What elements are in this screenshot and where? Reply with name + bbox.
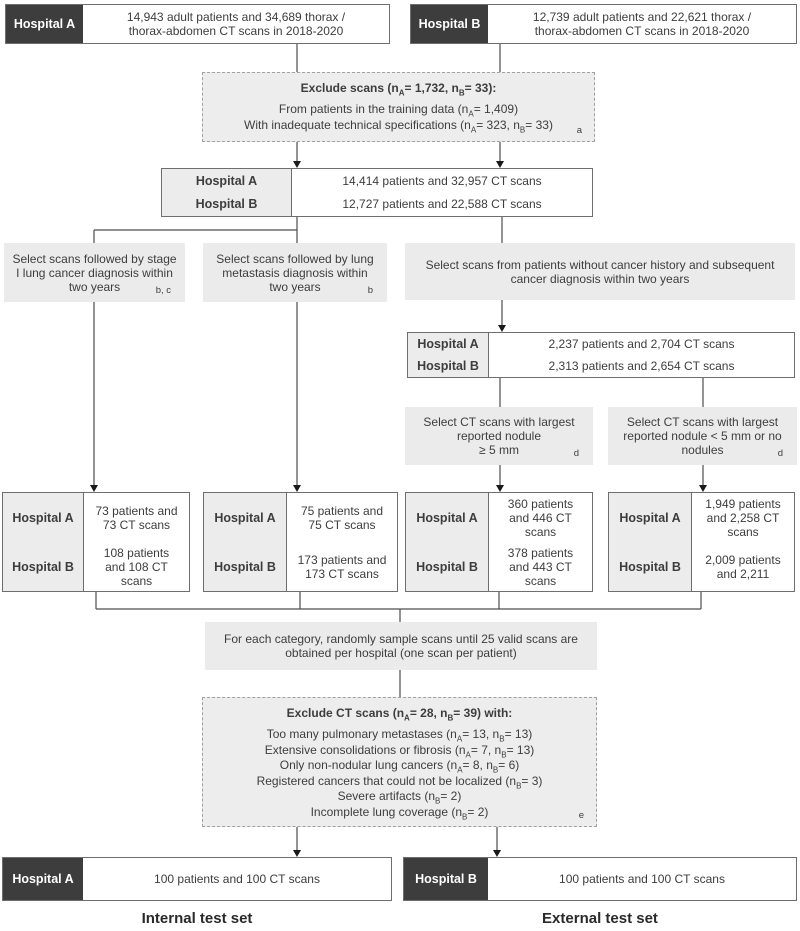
result-labels: Hospital A Hospital B <box>3 493 84 591</box>
hospital-a-label: Hospital A <box>6 5 83 43</box>
footnote-marker-e: e <box>578 810 584 821</box>
result-value-b: 2,009 patients and 2,211 <box>705 552 781 581</box>
hospital-a-label: Hospital A <box>416 510 478 525</box>
footnote-marker-b-c: b, c <box>155 285 171 296</box>
result-values: 360 patients and 446 CT scans 378 patien… <box>489 493 592 591</box>
sampling-text: For each category, randomly sample scans… <box>224 632 578 660</box>
result-labels: Hospital A Hospital B <box>406 493 489 591</box>
exclude-scans-line: From patients in the training data (nA= … <box>278 102 519 119</box>
hospital-b-label: Hospital B <box>214 559 276 574</box>
result-values: 1,949 patients and 2,258 CT scans 2,009 … <box>692 493 794 591</box>
pooled-cohort-value-a: 14,414 patients and 32,957 CT scans <box>342 173 542 188</box>
hospital-a-label: Hospital A <box>214 510 276 525</box>
connector-nocancer-pool-to-nodule-selects <box>499 378 704 407</box>
result-box-stage1: Hospital A Hospital B 73 patients and 73… <box>2 492 190 592</box>
hospital-a-label: Hospital A <box>12 510 74 525</box>
exclude-ct-scans-box: Exclude CT scans (nA= 28, nB= 39) with: … <box>202 697 597 827</box>
hospital-a-label: Hospital A <box>417 337 479 351</box>
no-cancer-pool-labels: Hospital A Hospital B <box>408 333 489 377</box>
connector-pool-to-left-selects <box>93 217 298 243</box>
pooled-cohort-value-b: 12,727 patients and 22,588 CT scans <box>342 197 542 212</box>
exclude-scans-line: With inadequate technical specifications… <box>244 117 553 134</box>
result-value-a: 1,949 patients and 2,258 CT scans <box>705 496 781 539</box>
stage1-select-text: Select scans followed by stage I lung ca… <box>12 251 177 294</box>
external-test-set-box: Hospital B 100 patients and 100 CT scans <box>403 857 797 901</box>
internal-test-set-box: Hospital A 100 patients and 100 CT scans <box>2 857 392 901</box>
footnote-marker-d: d <box>777 448 783 459</box>
metastasis-select-text: Select scans followed by lung metastasis… <box>216 251 374 294</box>
no-cancer-pool-values: 2,237 patients and 2,704 CT scans 2,313 … <box>489 333 794 377</box>
hospital-b-label: Hospital B <box>404 858 488 900</box>
nodule-lt5-select-text: Select CT scans with largest reported no… <box>623 415 782 457</box>
result-value-a: 73 patients and 73 CT scans <box>95 503 178 532</box>
no-cancer-pool-value-b: 2,313 patients and 2,654 CT scans <box>548 359 735 373</box>
no-cancer-select-box: Select scans from patients without cance… <box>405 243 795 300</box>
exclude-ct-scans-line: Incomplete lung coverage (nB= 2) <box>310 804 489 821</box>
nodule-ge5-select-text: Select CT scans with largest reported no… <box>423 415 575 457</box>
hospital-b-label: Hospital B <box>417 359 479 373</box>
result-value-b: 378 patients and 443 CT scans <box>507 545 574 588</box>
exclude-ct-scans-title: Exclude CT scans (nA= 28, nB= 39) with: <box>286 706 513 723</box>
exclude-ct-scans-line: Severe artifacts (nB= 2) <box>337 789 462 806</box>
exclude-ct-scans-line: Too many pulmonary metastases (nA= 13, n… <box>266 727 533 744</box>
hospital-a-source-text: 14,943 adult patients and 34,689 thorax … <box>126 10 346 38</box>
footnote-marker-b: b <box>367 285 373 296</box>
hospital-b-source-text: 12,739 adult patients and 22,621 thorax … <box>532 10 752 38</box>
hospital-a-label: Hospital A <box>3 858 83 900</box>
hospital-a-source-box: Hospital A 14,943 adult patients and 34,… <box>5 4 390 44</box>
exclude-ct-scans-line: Extensive consolidations or fibrosis (nA… <box>264 742 535 759</box>
no-cancer-select-text: Select scans from patients without cance… <box>425 257 775 286</box>
pooled-cohort-box: Hospital A Hospital B 14,414 patients an… <box>161 168 593 217</box>
hospital-b-source-box: Hospital B 12,739 adult patients and 22,… <box>410 4 797 44</box>
exclude-scans-box: Exclude scans (nA= 1,732, nB= 33): From … <box>202 72 595 142</box>
external-test-set-value: 100 patients and 100 CT scans <box>559 872 725 886</box>
result-value-a: 360 patients and 446 CT scans <box>507 496 574 539</box>
arrowheads <box>90 161 707 857</box>
result-value-a: 75 patients and 75 CT scans <box>300 503 384 532</box>
result-labels: Hospital A Hospital B <box>609 493 692 591</box>
hospital-b-label: Hospital B <box>411 5 488 43</box>
nodule-ge5-select-box: Select CT scans with largest reported no… <box>405 407 593 465</box>
hospital-b-label: Hospital B <box>12 559 74 574</box>
no-cancer-pool-value-a: 2,237 patients and 2,704 CT scans <box>548 337 735 351</box>
no-cancer-pool-box: Hospital A Hospital B 2,237 patients and… <box>407 332 795 378</box>
result-values: 73 patients and 73 CT scans 108 patients… <box>84 493 189 591</box>
hospital-b-label: Hospital B <box>416 559 478 574</box>
pooled-cohort-values: 14,414 patients and 32,957 CT scans 12,7… <box>292 169 592 216</box>
exclude-ct-scans-line: Only non-nodular lung cancers (nA= 8, nB… <box>279 758 520 775</box>
result-labels: Hospital A Hospital B <box>204 493 287 591</box>
exclude-scans-title: Exclude scans (nA= 1,732, nB= 33): <box>300 81 497 98</box>
hospital-b-label: Hospital B <box>619 559 681 574</box>
internal-test-set-value: 100 patients and 100 CT scans <box>154 872 320 886</box>
footnote-marker-d: d <box>573 448 579 459</box>
footnote-marker-a: a <box>576 125 582 136</box>
sampling-box: For each category, randomly sample scans… <box>205 622 597 670</box>
metastasis-select-box: Select scans followed by lung metastasis… <box>203 243 387 302</box>
result-values: 75 patients and 75 CT scans 173 patients… <box>287 493 397 591</box>
pooled-cohort-labels: Hospital A Hospital B <box>162 169 292 216</box>
result-value-b: 108 patients and 108 CT scans <box>103 545 170 588</box>
result-value-b: 173 patients and 173 CT scans <box>297 552 387 581</box>
external-test-set-caption: External test set <box>542 910 658 927</box>
result-box-nodule-lt5: Hospital A Hospital B 1,949 patients and… <box>608 492 795 592</box>
internal-test-set-caption: Internal test set <box>141 910 253 927</box>
hospital-b-label: Hospital B <box>195 197 258 212</box>
result-box-nodule-ge5: Hospital A Hospital B 360 patients and 4… <box>405 492 593 592</box>
hospital-a-label: Hospital A <box>195 173 258 188</box>
stage1-select-box: Select scans followed by stage I lung ca… <box>4 243 185 302</box>
hospital-a-label: Hospital A <box>619 510 681 525</box>
exclude-ct-scans-line: Registered cancers that could not be loc… <box>256 773 543 790</box>
connector-results-to-sampling <box>95 592 702 622</box>
nodule-lt5-select-box: Select CT scans with largest reported no… <box>608 407 797 465</box>
result-box-metastasis: Hospital A Hospital B 75 patients and 75… <box>203 492 398 592</box>
